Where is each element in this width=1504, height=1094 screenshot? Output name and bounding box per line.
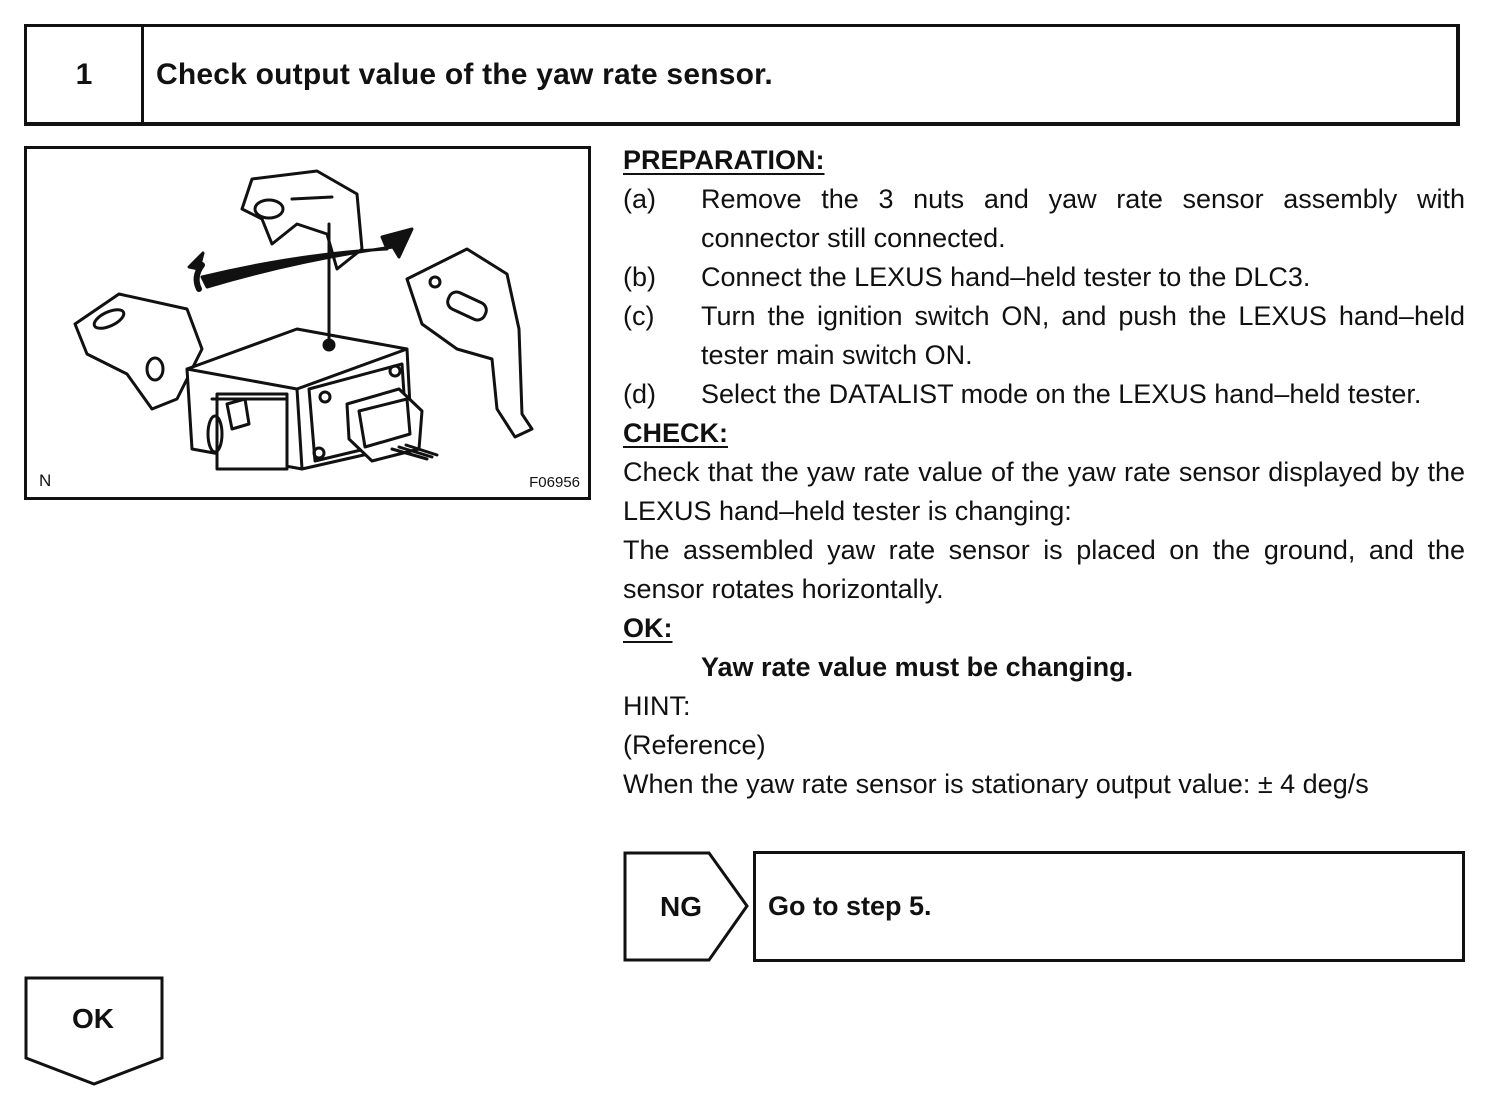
item-label: (c) — [623, 301, 655, 331]
list-item: (b) Connect the LEXUS hand–held tester t… — [623, 258, 1465, 297]
ng-result: NG Go to step 5. — [623, 851, 1465, 962]
ng-arrow-shape — [623, 851, 749, 962]
item-text: Select the DATALIST mode on the LEXUS ha… — [701, 379, 1422, 409]
instructions: PREPARATION: (a) Remove the 3 nuts and y… — [623, 141, 1465, 804]
ok-spec-text: Yaw rate value must be changing. — [701, 652, 1134, 682]
preparation-heading: PREPARATION: — [623, 145, 825, 175]
ok-spec-heading: OK: — [623, 613, 673, 643]
ok-result: OK — [24, 976, 166, 1088]
item-text: Turn the ignition switch ON, and push th… — [701, 301, 1465, 370]
item-text: Connect the LEXUS hand–held tester to th… — [701, 262, 1311, 292]
yaw-rate-sensor-illustration: N F06956 — [24, 146, 591, 500]
ng-action-box: Go to step 5. — [753, 851, 1465, 962]
item-label: (b) — [623, 262, 656, 292]
ok-arrow-shape — [24, 976, 164, 1086]
list-item: (d) Select the DATALIST mode on the LEXU… — [623, 375, 1465, 414]
item-text: Remove the 3 nuts and yaw rate sensor as… — [701, 184, 1465, 253]
item-label: (d) — [623, 379, 656, 409]
check-paragraph: Check that the yaw rate value of the yaw… — [623, 457, 1465, 526]
list-item: (a) Remove the 3 nuts and yaw rate senso… — [623, 180, 1465, 258]
step-header: 1 Check output value of the yaw rate sen… — [24, 24, 1460, 126]
check-paragraph: The assembled yaw rate sensor is placed … — [623, 535, 1465, 604]
yaw-rate-sensor-drawing — [73, 169, 534, 471]
hint-heading: HINT: — [623, 691, 691, 721]
list-item: (c) Turn the ignition switch ON, and pus… — [623, 297, 1465, 375]
hint-reference: (Reference) — [623, 730, 766, 760]
ng-label: NG — [660, 890, 702, 922]
item-label: (a) — [623, 184, 656, 214]
check-heading: CHECK: — [623, 418, 728, 448]
ok-label: OK — [72, 1003, 114, 1034]
step-title: Check output value of the yaw rate senso… — [156, 57, 773, 91]
step-number: 1 — [27, 27, 144, 122]
figure-code: F06956 — [529, 474, 580, 491]
figure-corner-label: N — [39, 471, 52, 490]
hint-text: When the yaw rate sensor is stationary o… — [623, 769, 1369, 799]
